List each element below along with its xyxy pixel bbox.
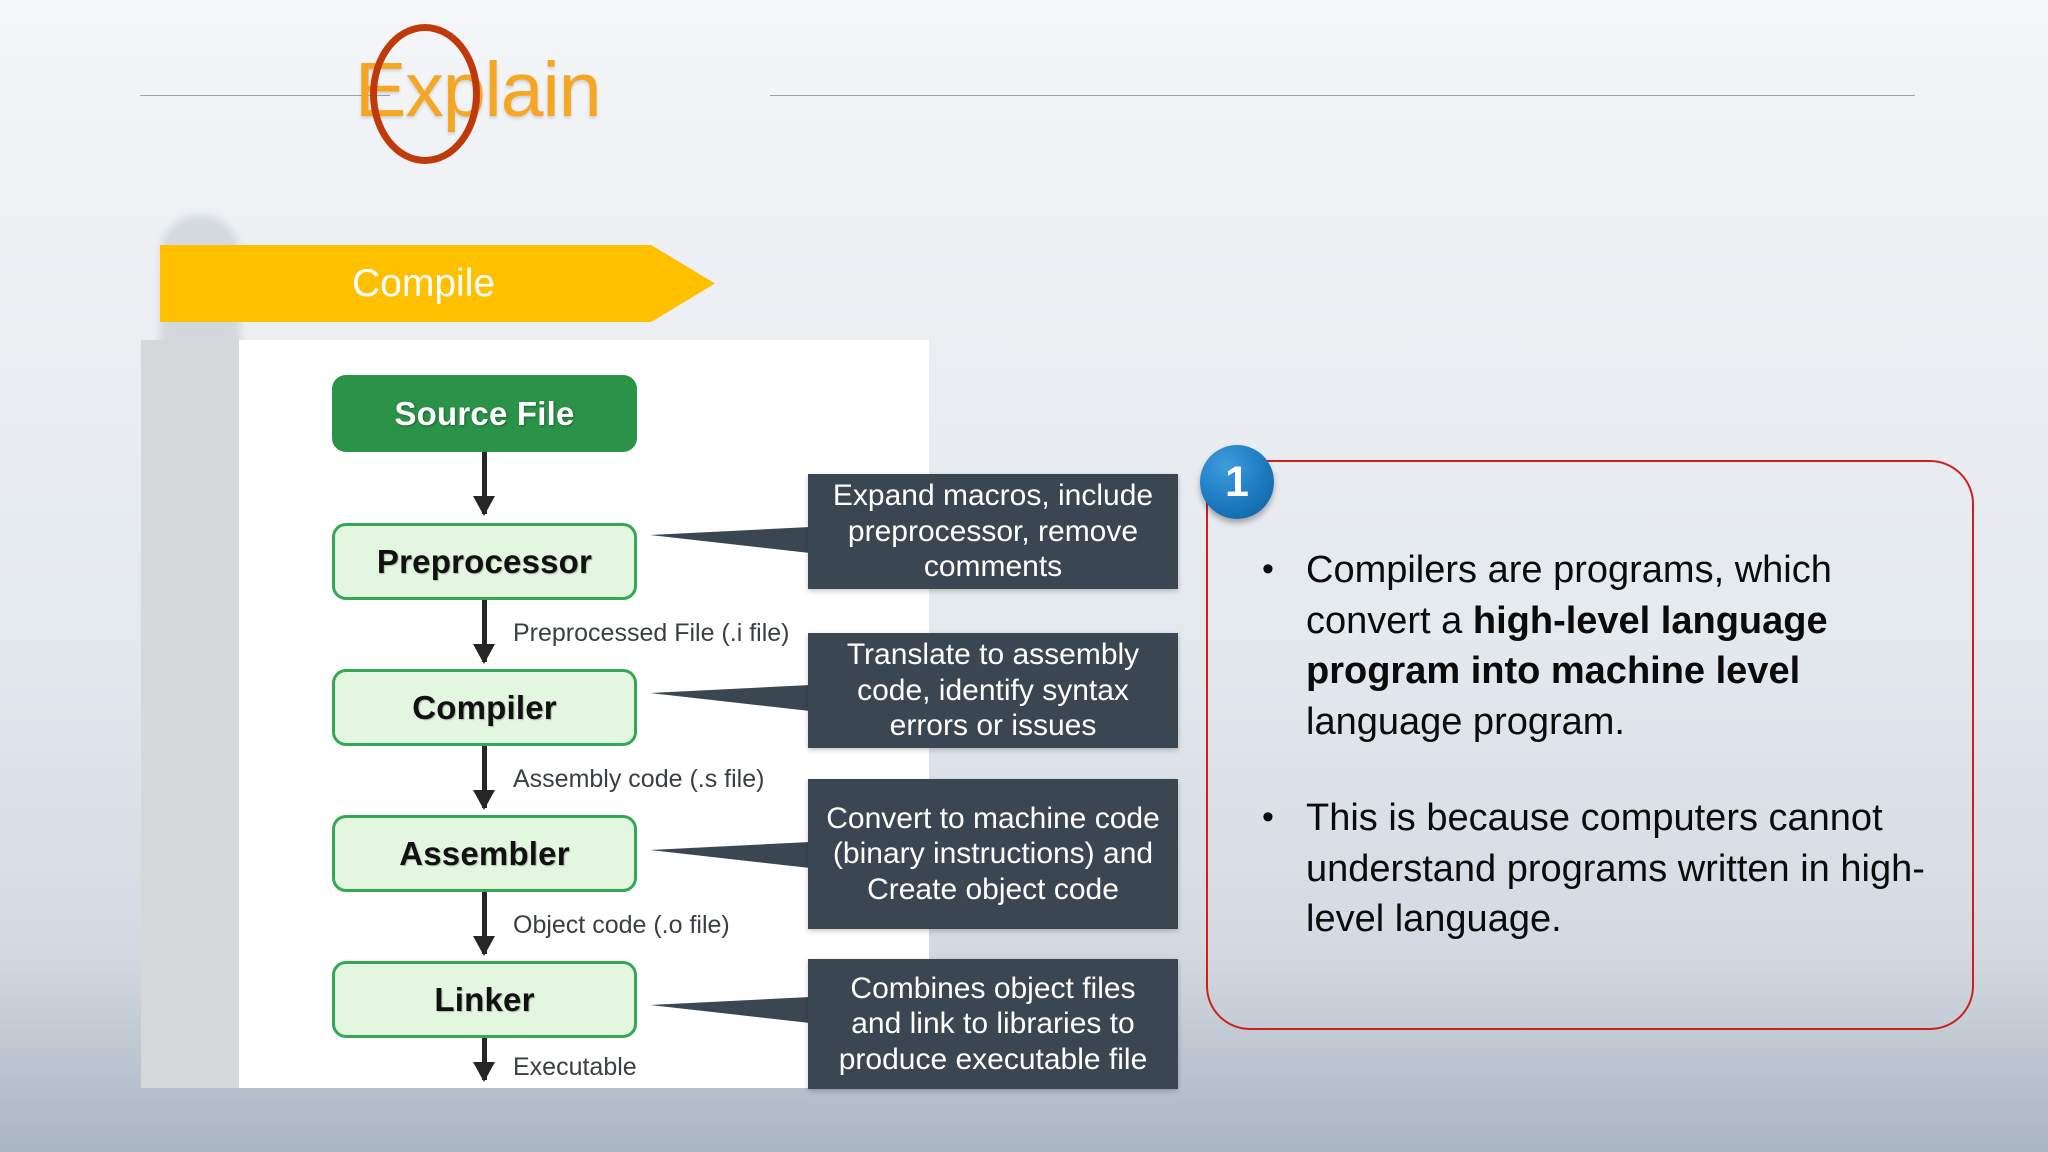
callout-tail-1 [650,527,810,553]
callout-text: Convert to machine code (binary instruct… [826,801,1160,906]
flow-edge-label-1: Preprocessed File (.i file) [513,619,790,647]
bullet-text-1: Compilers are programs, which convert a … [1306,549,1832,743]
flow-arrow-3-line [482,746,487,808]
flow-node-label: Compiler [412,688,557,726]
flow-arrow-2-head [473,644,495,664]
flow-node-assembler: Assembler [332,815,637,892]
flowchart-gray-band [141,340,239,1088]
bullet-text-2: This is because computers cannot underst… [1306,797,1925,941]
slide-header: Explain [0,0,2048,190]
flow-edge-label-3: Object code (.o file) [513,911,730,939]
callout-assembler: Convert to machine code (binary instruct… [808,779,1178,929]
flow-arrow-5-line [482,1038,487,1080]
flow-arrow-4-head [473,936,495,956]
callout-tail-4 [650,997,810,1023]
ellipse-highlight-icon [370,24,480,164]
flow-edge-label-2: Assembly code (.s file) [513,765,765,793]
flow-node-compiler: Compiler [332,669,637,746]
header-rule-right [770,95,1915,96]
flow-node-label: Assembler [399,834,570,872]
list-item: • This is because computers cannot under… [1262,793,1942,945]
callout-preprocessor: Expand macros, include preprocessor, rem… [808,474,1178,589]
flow-arrow-1-line [482,452,487,514]
flow-edge-label-4: Executable [513,1053,637,1081]
flow-arrow-5-head [473,1062,495,1082]
flow-node-source-file: Source File [332,375,637,452]
flow-arrow-2-line [482,600,487,662]
callout-text: Translate to assembly code, identify syn… [846,638,1140,743]
callout-text: Combines object files and link to librar… [838,971,1148,1076]
flow-arrow-3-head [473,790,495,810]
callout-tail-3 [650,842,810,868]
flow-arrow-1-head [473,496,495,516]
compile-banner-label: Compile [352,262,496,305]
header-rule-left [140,95,390,96]
bullet-marker: • [1262,798,1274,837]
bullet-marker: • [1262,550,1274,588]
callout-text: Expand macros, include preprocessor, rem… [832,479,1154,584]
flow-node-label: Source File [394,394,575,432]
list-item: • Compilers are programs, which convert … [1262,545,1942,747]
explanation-bullet-list: • Compilers are programs, which convert … [1262,545,1942,991]
flow-node-label: Linker [434,980,535,1018]
compile-banner: Compile [160,245,715,322]
flow-node-preprocessor: Preprocessor [332,523,637,600]
callout-linker: Combines object files and link to librar… [808,959,1178,1089]
step-number-badge: 1 [1200,445,1274,519]
flow-node-linker: Linker [332,961,637,1038]
callout-compiler: Translate to assembly code, identify syn… [808,633,1178,748]
callout-tail-2 [650,685,810,711]
flow-arrow-4-line [482,892,487,954]
flow-node-label: Preprocessor [376,542,593,580]
explanation-box [1206,460,1974,1030]
